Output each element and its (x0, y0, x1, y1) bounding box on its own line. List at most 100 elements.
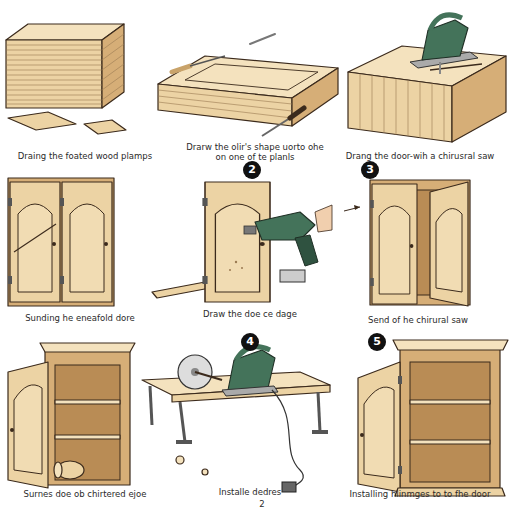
plank-stack (6, 24, 124, 108)
cabinet-door (202, 182, 270, 302)
hand-tools (190, 56, 225, 66)
power-cable (176, 390, 303, 492)
hand-tools (250, 34, 275, 44)
marked-planks (185, 64, 318, 90)
hinged-cabinet (358, 340, 508, 496)
step-number-text: 4 (241, 333, 259, 351)
cabinet-front (8, 182, 60, 302)
hinged-cabinet (398, 376, 402, 384)
board (152, 282, 210, 298)
jigsaw (222, 386, 278, 396)
jigsaw (422, 20, 468, 60)
plank-stack (6, 45, 102, 104)
small-box (229, 261, 305, 282)
hinged-cabinet (393, 340, 508, 350)
plank-stack (6, 40, 102, 108)
direction-arrow (344, 205, 360, 211)
step-caption: Drang the door-wih a chirusral saw (330, 152, 510, 162)
power-drill (295, 235, 318, 266)
cabinet-front (14, 224, 56, 252)
hinged-cabinet (398, 466, 402, 474)
power-cable (202, 469, 208, 475)
power-cable (282, 482, 296, 492)
step-caption: Surnes doe ob chirtered ejoe (1, 490, 169, 500)
step-number: 4 (241, 333, 259, 351)
step-caption: Drarw the olir's shape uorto ohe on one … (180, 143, 330, 163)
small-box (241, 267, 243, 269)
hand-tools (172, 34, 304, 136)
small-box (229, 269, 231, 271)
hinged-cabinet (410, 400, 490, 404)
hand-tools (262, 118, 290, 136)
shelf-cabinet (8, 343, 135, 488)
marked-planks (158, 84, 292, 126)
step-number-text: 3 (361, 161, 379, 179)
shelf-cabinet (55, 365, 120, 480)
shelf-cabinet (14, 385, 42, 474)
step-number: 3 (361, 161, 379, 179)
jigsaw (228, 350, 275, 390)
open-cabinet (436, 209, 462, 292)
power-drill (244, 226, 256, 234)
circular-saw (195, 372, 222, 380)
hinged-cabinet (400, 348, 500, 488)
hinged-cabinet (410, 440, 490, 444)
workbench (176, 440, 192, 444)
cabinet-front (60, 182, 112, 302)
step-caption: Draw the doe ce dage (175, 310, 325, 320)
hinged-cabinet (358, 362, 400, 492)
step-number-text: 2 (243, 161, 261, 179)
step-circle (241, 333, 259, 351)
power-cable (272, 390, 303, 488)
cabinet-front (8, 178, 114, 306)
wood-block (360, 74, 444, 141)
direction-arrow (354, 205, 360, 210)
step-caption: Installe dedres (180, 488, 320, 498)
board (152, 282, 210, 298)
workbench (150, 386, 152, 425)
step-circle (361, 161, 379, 179)
marked-planks (292, 68, 338, 126)
jigsaw (222, 347, 278, 396)
hand-tools (290, 108, 304, 118)
step-number-text: 5 (368, 333, 386, 351)
loose-board (84, 120, 126, 134)
open-cabinet (430, 182, 468, 306)
marked-planks (158, 56, 338, 126)
plank-stack (102, 34, 124, 100)
hand-tools (172, 66, 190, 72)
step-caption: Sunding he eneafold dore (0, 314, 160, 324)
power-drill (315, 205, 332, 232)
loose-board (8, 112, 126, 134)
marked-planks (158, 90, 292, 118)
small-box (280, 270, 305, 282)
hinged-cabinet (364, 387, 394, 478)
jigsaw (430, 15, 462, 30)
shelf-cabinet (55, 435, 120, 439)
hinged-cabinet (360, 433, 364, 437)
shelf-cabinet (8, 362, 48, 488)
cabinet-front (8, 178, 114, 306)
power-drill (244, 205, 332, 266)
cabinet-door (202, 182, 270, 302)
step-number: 2 (243, 161, 261, 179)
step-circle (243, 161, 261, 179)
circular-saw (178, 355, 222, 389)
wood-block (348, 72, 452, 142)
jigsaw (410, 15, 478, 74)
step-caption: Installing hlinmges to to fhe door (330, 490, 510, 500)
shelf-cabinet (55, 400, 120, 404)
step-caption: Draing the foated wood plamps (5, 152, 165, 162)
step-number: 5 (368, 333, 386, 351)
workbench (318, 392, 320, 432)
workbench (180, 402, 185, 442)
hinged-cabinet (410, 362, 490, 482)
open-cabinet (370, 180, 470, 306)
open-cabinet (370, 180, 470, 305)
shelf-cabinet (10, 428, 14, 432)
jigsaw (439, 62, 441, 74)
workbench (312, 430, 328, 434)
shelf-cabinet (40, 343, 135, 352)
